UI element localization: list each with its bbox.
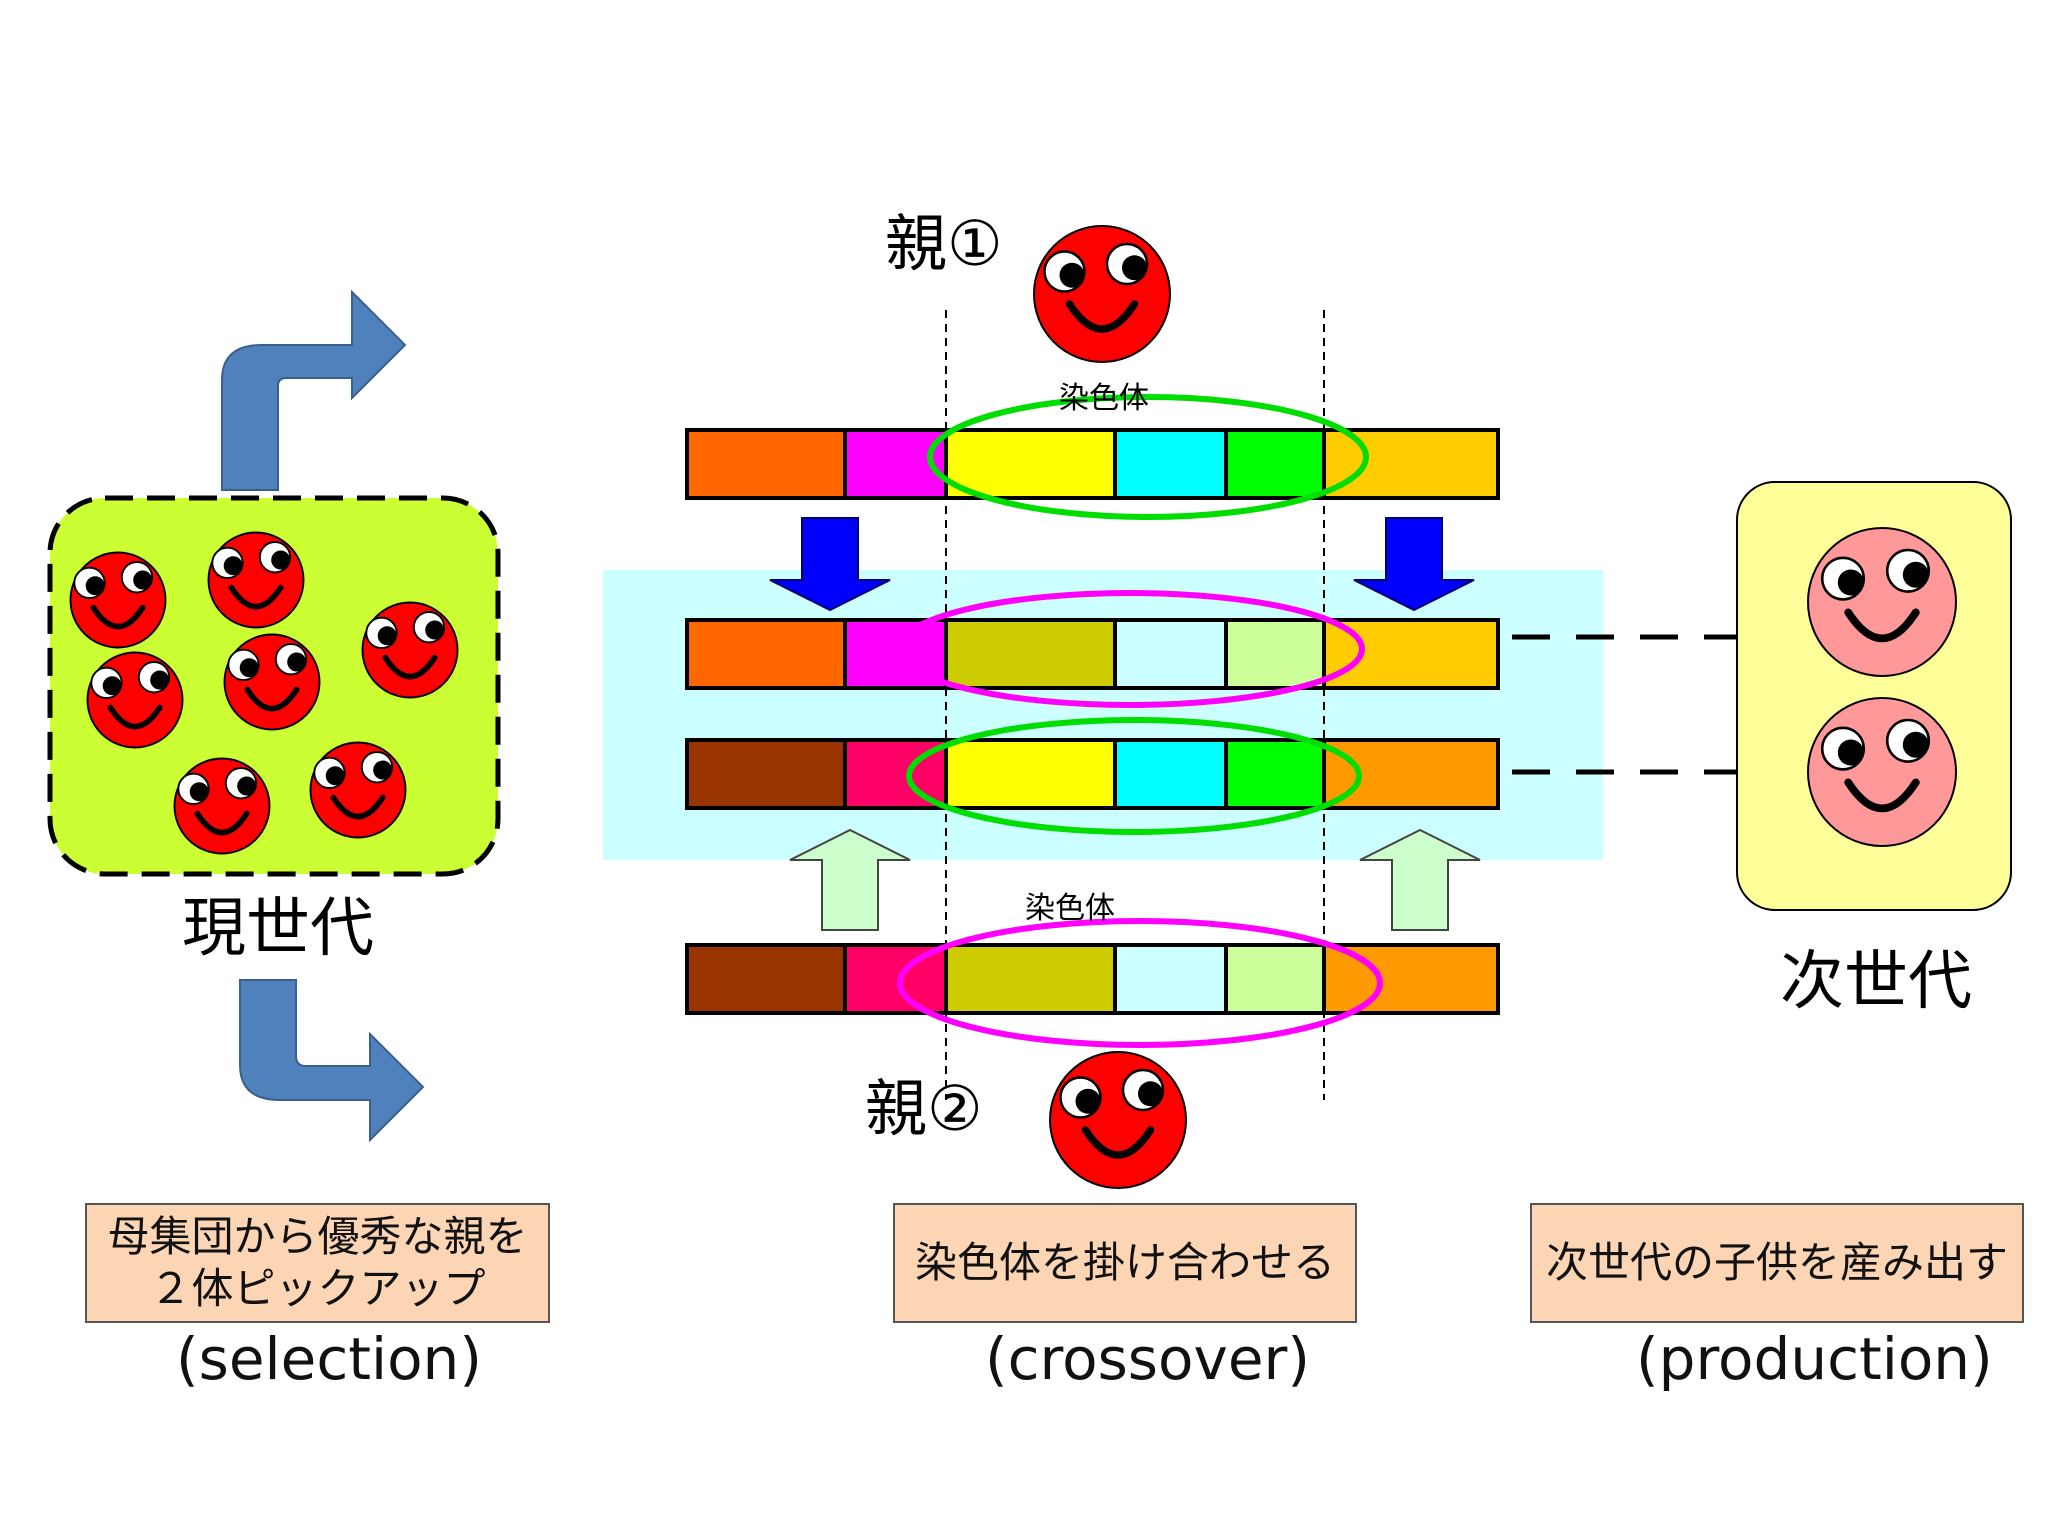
- gene-ellipse-child2: [906, 717, 1362, 835]
- parent1-smiley-icon: [1033, 225, 1171, 363]
- production-caption: 次世代の子供を産み出す: [1545, 1237, 2008, 1287]
- selection-caption: 母集団から優秀な親を ２体ピックアップ: [107, 1211, 528, 1314]
- chromosome-child1: [685, 618, 1500, 690]
- gene-segment: [1113, 738, 1228, 810]
- down-arrow-icon: [1353, 517, 1475, 612]
- down-arrow-icon: [769, 517, 891, 612]
- up-arrow-icon: [789, 828, 911, 931]
- production-caption-box: 次世代の子供を産み出す: [1530, 1203, 2024, 1323]
- gene-segment: [685, 618, 847, 690]
- smiley-icon: [69, 551, 167, 649]
- smiley-icon: [361, 601, 459, 699]
- crossover-band: [603, 570, 1603, 860]
- gene-segment: [1224, 428, 1326, 500]
- child-smiley-icon: [1807, 527, 1957, 677]
- chromosome-parent1: [685, 428, 1500, 500]
- gene-ellipse-parent2: [897, 918, 1383, 1048]
- gene-segment: [685, 738, 847, 810]
- smiley-icon: [86, 651, 184, 749]
- gene-segment: [944, 943, 1117, 1015]
- gene-ellipse-child1: [895, 590, 1365, 708]
- crossover-label: (crossover): [985, 1325, 1310, 1393]
- selection-label: (selection): [176, 1325, 482, 1393]
- next-generation-label: 次世代: [1780, 945, 1972, 1019]
- gene-segment: [1113, 428, 1228, 500]
- chromosome-label-top: 染色体: [1059, 381, 1149, 416]
- crossover-caption: 染色体を掛け合わせる: [914, 1237, 1335, 1287]
- select-arrow-up-icon: [221, 289, 407, 491]
- gene-segment: [1224, 618, 1326, 690]
- parent2-label: 親②: [865, 1072, 983, 1145]
- chromosome-parent2: [685, 943, 1500, 1015]
- chromosome-bars: [685, 428, 1500, 1015]
- gene-segment: [1113, 618, 1228, 690]
- up-arrow-icon: [1359, 828, 1481, 931]
- gene-segment: [1113, 943, 1228, 1015]
- gene-segment: [1322, 738, 1500, 810]
- smiley-icon: [309, 741, 407, 839]
- smiley-icon: [207, 531, 305, 629]
- gene-segment: [685, 943, 847, 1015]
- child-smiley-icon: [1807, 697, 1957, 847]
- smiley-icon: [223, 633, 321, 731]
- chromosome-label-bottom: 染色体: [1025, 891, 1115, 926]
- gene-segment: [1322, 428, 1500, 500]
- select-arrow-down-icon: [239, 979, 425, 1143]
- population-smileys: [69, 531, 459, 855]
- chromosome-child2: [685, 738, 1500, 810]
- gene-segment: [685, 428, 847, 500]
- crossover-caption-box: 染色体を掛け合わせる: [893, 1203, 1357, 1323]
- gene-segment: [944, 428, 1117, 500]
- production-label: (production): [1636, 1325, 1993, 1393]
- selection-caption-box: 母集団から優秀な親を ２体ピックアップ: [85, 1203, 550, 1323]
- gene-segment: [944, 618, 1117, 690]
- gene-segment: [944, 738, 1117, 810]
- current-generation-label: 現世代: [182, 892, 374, 966]
- smiley-icon: [173, 757, 271, 855]
- gene-segment: [1224, 943, 1326, 1015]
- parent1-label: 親①: [885, 207, 1003, 280]
- gene-segment: [1224, 738, 1326, 810]
- gene-ellipse-parent1: [927, 394, 1369, 520]
- parent2-smiley-icon: [1049, 1051, 1187, 1189]
